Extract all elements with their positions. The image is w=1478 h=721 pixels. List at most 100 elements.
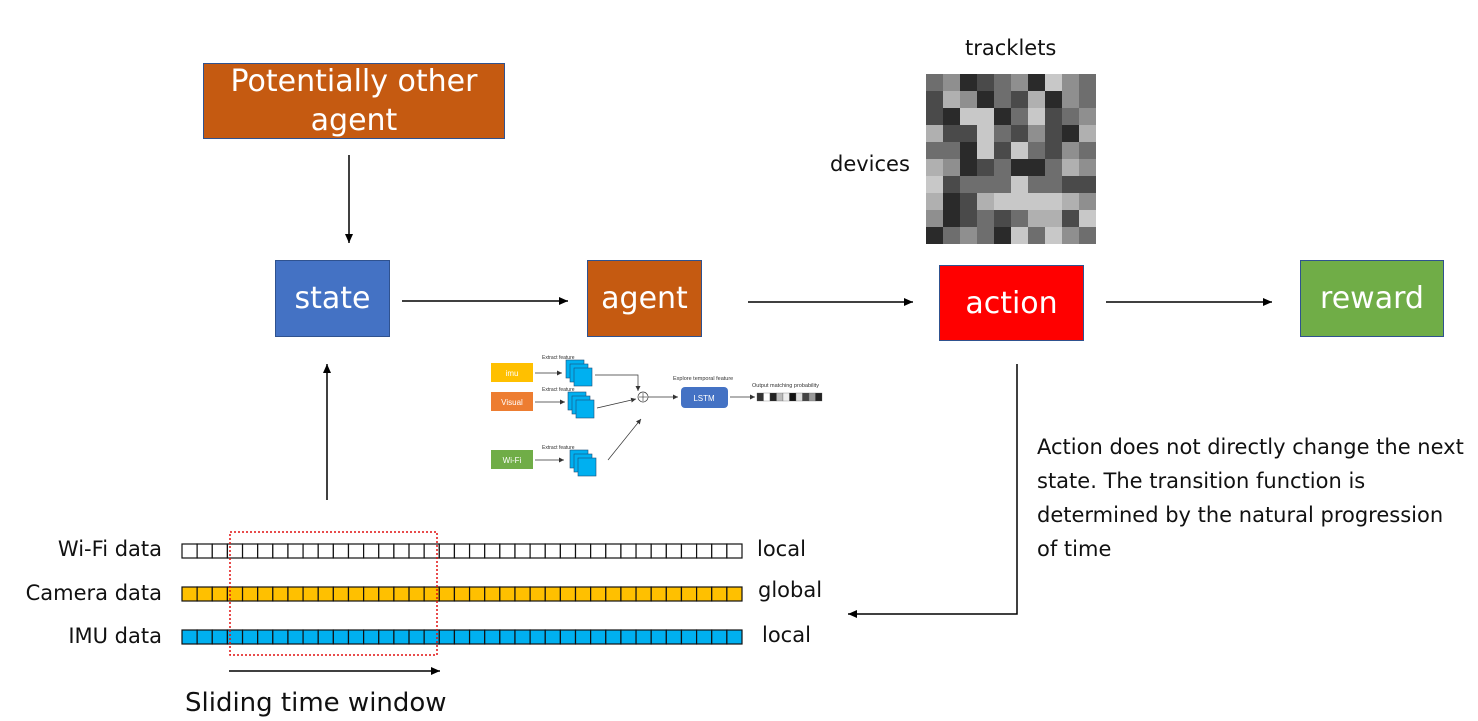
matrix-cell bbox=[926, 142, 943, 159]
wifi-data-stream bbox=[181, 543, 743, 559]
stream-cell bbox=[665, 543, 683, 559]
camera-scope-label: global bbox=[758, 578, 823, 602]
stream-cell bbox=[241, 629, 259, 645]
stream-cell bbox=[393, 586, 410, 602]
tracklets-label: tracklets bbox=[965, 36, 1057, 60]
matrix-cell bbox=[1062, 142, 1079, 159]
stream-cell bbox=[590, 629, 607, 645]
matrix-cell bbox=[1011, 193, 1028, 210]
stream-cell bbox=[605, 629, 622, 645]
state-box: state bbox=[275, 260, 390, 337]
stream-cell bbox=[317, 586, 334, 602]
matrix-cell bbox=[943, 74, 960, 91]
stream-cell bbox=[680, 629, 698, 645]
matrix-cell bbox=[1045, 159, 1062, 176]
matrix-cell bbox=[1011, 142, 1028, 159]
net-output-cell bbox=[756, 392, 764, 402]
net-output-cell bbox=[802, 392, 810, 402]
matrix-cell bbox=[960, 91, 977, 108]
stream-cell bbox=[468, 543, 486, 559]
net-lstm-box bbox=[681, 387, 728, 408]
stream-cell bbox=[529, 543, 546, 559]
imu-scope-label: local bbox=[762, 623, 811, 647]
matrix-cell bbox=[926, 159, 943, 176]
stream-cell bbox=[574, 543, 592, 559]
matrix-cell bbox=[1079, 176, 1096, 193]
matrix-cell bbox=[1079, 193, 1096, 210]
stream-cell bbox=[378, 586, 395, 602]
stream-cell bbox=[499, 586, 516, 602]
stream-cell bbox=[484, 586, 501, 602]
matrix-cell bbox=[977, 142, 994, 159]
matrix-cell bbox=[994, 159, 1011, 176]
stream-cell bbox=[635, 629, 652, 645]
stream-cell bbox=[484, 629, 501, 645]
stream-cell bbox=[408, 629, 425, 645]
net-output-cell bbox=[782, 392, 790, 402]
stream-cell bbox=[287, 629, 304, 645]
net-output-label: Output matching probability bbox=[752, 383, 819, 389]
matrix-cell bbox=[1045, 210, 1062, 227]
stream-cell bbox=[272, 543, 289, 559]
matrix-cell bbox=[926, 227, 943, 244]
matrix-cell bbox=[960, 108, 977, 125]
matrix-cell bbox=[1079, 125, 1096, 142]
stream-cell bbox=[317, 543, 334, 559]
net-input-visual bbox=[491, 392, 533, 411]
matrix-cell bbox=[1045, 176, 1062, 193]
matrix-cell bbox=[1079, 108, 1096, 125]
matrix-cell bbox=[926, 176, 943, 193]
net-output-probability-bar bbox=[756, 392, 823, 402]
net-feature-stack-1 bbox=[565, 359, 593, 387]
stream-cell bbox=[665, 586, 683, 602]
net-output-cell bbox=[808, 392, 816, 402]
matrix-cell bbox=[1011, 176, 1028, 193]
matrix-cell bbox=[1045, 142, 1062, 159]
stream-cell bbox=[181, 586, 198, 602]
matrix-cell bbox=[1045, 125, 1062, 142]
stream-cell bbox=[635, 543, 652, 559]
matrix-cell bbox=[926, 193, 943, 210]
stream-cell bbox=[499, 543, 516, 559]
matrix-cell bbox=[977, 193, 994, 210]
net-output-cell bbox=[776, 392, 784, 402]
stream-cell bbox=[620, 629, 637, 645]
net-merge-line-3 bbox=[607, 418, 642, 461]
action-box: action bbox=[939, 265, 1084, 341]
stream-cell bbox=[514, 586, 531, 602]
matrix-cell bbox=[994, 142, 1011, 159]
net-temporal-label: Explore temporal feature bbox=[673, 376, 733, 382]
stream-cell bbox=[347, 629, 365, 645]
agent-label: agent bbox=[601, 281, 688, 316]
stream-cell bbox=[726, 629, 743, 645]
reward-box: reward bbox=[1300, 260, 1444, 337]
matrix-cell bbox=[943, 159, 960, 176]
stream-cell bbox=[650, 629, 667, 645]
devices-label: devices bbox=[830, 152, 910, 176]
net-input-wifi bbox=[491, 450, 533, 469]
matrix-cell bbox=[1011, 227, 1028, 244]
stream-cell bbox=[363, 629, 380, 645]
stream-cell bbox=[438, 629, 456, 645]
stream-cell bbox=[181, 543, 198, 559]
matrix-cell bbox=[1062, 227, 1079, 244]
stream-cell bbox=[665, 629, 683, 645]
stream-cell bbox=[272, 629, 289, 645]
stream-cell bbox=[196, 629, 213, 645]
stream-cell bbox=[226, 629, 244, 645]
matrix-cell bbox=[1079, 210, 1096, 227]
stream-cell bbox=[196, 543, 213, 559]
stream-cell bbox=[620, 543, 637, 559]
matrix-cell bbox=[943, 91, 960, 108]
matrix-cell bbox=[926, 91, 943, 108]
stream-cell bbox=[257, 543, 274, 559]
stream-cell bbox=[484, 543, 501, 559]
stream-cell bbox=[680, 543, 698, 559]
matrix-cell bbox=[1062, 91, 1079, 108]
stream-cell bbox=[620, 586, 637, 602]
stream-cell bbox=[711, 629, 728, 645]
transition-note: Action does not directly change the next… bbox=[1037, 435, 1464, 561]
stream-cell bbox=[211, 543, 229, 559]
stream-cell bbox=[453, 586, 471, 602]
